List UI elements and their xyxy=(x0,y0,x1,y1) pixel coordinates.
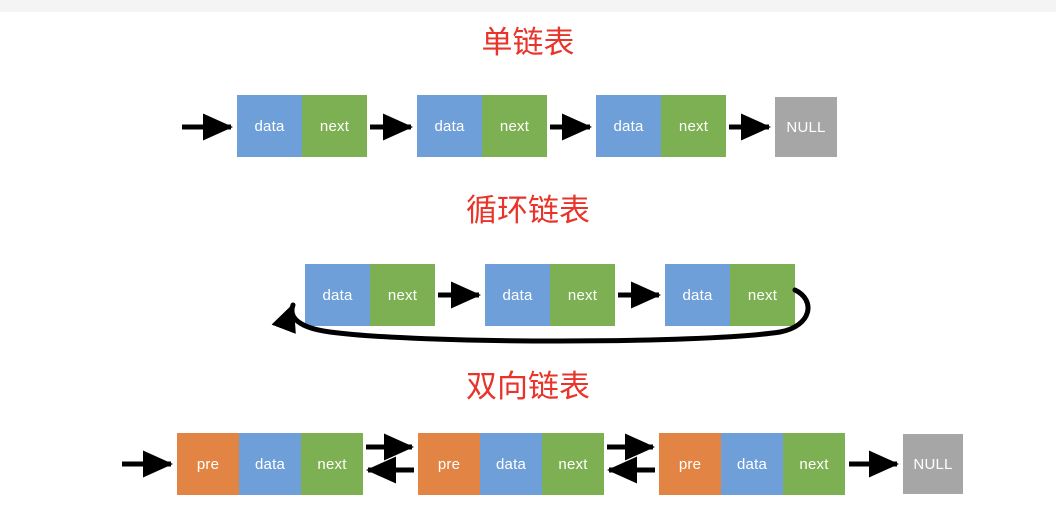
circular-node-2: data next xyxy=(485,264,615,326)
doubly-node-3-next-cell: next xyxy=(783,433,845,495)
doubly-node-2-data-cell: data xyxy=(480,433,542,495)
circular-node-1-next-cell: next xyxy=(370,264,435,326)
circular-node-3: data next xyxy=(665,264,795,326)
doubly-null-terminator: NULL xyxy=(903,434,963,494)
doubly-node-1-next-cell: next xyxy=(301,433,363,495)
doubly-linked-list-title: 双向链表 xyxy=(466,369,590,405)
circular-node-3-data-cell: data xyxy=(665,264,730,326)
singly-null-terminator: NULL xyxy=(775,97,837,157)
circular-node-2-data-cell: data xyxy=(485,264,550,326)
singly-node-3-data-cell: data xyxy=(596,95,661,157)
singly-node-3: data next xyxy=(596,95,726,157)
circular-node-3-next-cell: next xyxy=(730,264,795,326)
doubly-node-3-data-cell: data xyxy=(721,433,783,495)
doubly-node-2: pre data next xyxy=(418,433,604,495)
singly-node-1: data next xyxy=(237,95,367,157)
doubly-node-1-data-cell: data xyxy=(239,433,301,495)
singly-node-2: data next xyxy=(417,95,547,157)
doubly-node-3-pre-cell: pre xyxy=(659,433,721,495)
singly-node-2-next-cell: next xyxy=(482,95,547,157)
doubly-node-1: pre data next xyxy=(177,433,363,495)
circular-node-2-next-cell: next xyxy=(550,264,615,326)
doubly-node-1-pre-cell: pre xyxy=(177,433,239,495)
doubly-node-3: pre data next xyxy=(659,433,845,495)
singly-node-2-data-cell: data xyxy=(417,95,482,157)
singly-linked-list-title: 单链表 xyxy=(481,25,575,61)
doubly-node-2-next-cell: next xyxy=(542,433,604,495)
top-bar xyxy=(0,0,1056,12)
circular-linked-list-title: 循环链表 xyxy=(466,193,590,229)
singly-node-1-next-cell: next xyxy=(302,95,367,157)
doubly-null-label: NULL xyxy=(903,434,963,494)
doubly-node-2-pre-cell: pre xyxy=(418,433,480,495)
singly-node-1-data-cell: data xyxy=(237,95,302,157)
singly-node-3-next-cell: next xyxy=(661,95,726,157)
circular-node-1: data next xyxy=(305,264,435,326)
singly-null-label: NULL xyxy=(775,97,837,157)
circular-node-1-data-cell: data xyxy=(305,264,370,326)
